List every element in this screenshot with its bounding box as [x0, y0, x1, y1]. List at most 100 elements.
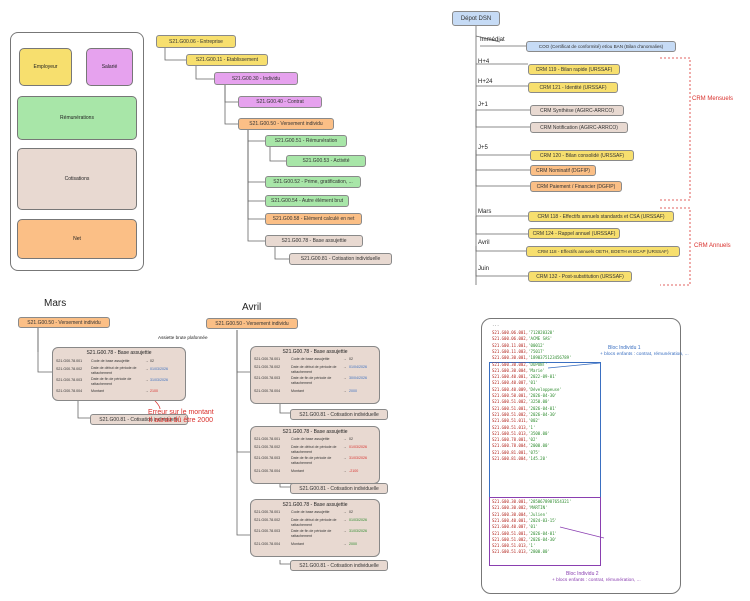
- avril-card-title: S21.G00.78 - Base assujettie: [282, 502, 348, 508]
- code-line: S21.G00.81.001,'075': [492, 449, 541, 455]
- code-line: S21.G00.40.007,'01': [492, 524, 538, 530]
- tree-autre-element-brut: S21.G00.54 - Autre élément brut: [265, 195, 349, 207]
- code-dots: ...: [492, 322, 500, 327]
- tree-contrat: S21.G00.40 - Contrat: [238, 96, 322, 108]
- tree-cotisation-individuelle: S21.G00.81 - Cotisation individuelle: [289, 253, 392, 265]
- avril-cotisation: S21.G00.81 - Cotisation individuelle: [290, 560, 388, 571]
- code-line: S21.G00.11.003,'75017': [492, 348, 545, 354]
- dsn-crm132: CRM 132 - Post-substitution (URSSAF): [528, 271, 632, 282]
- code-line: S21.G00.51.002,'3250.00': [492, 399, 550, 405]
- code-note2-sub: + blocs enfants : contrat, rémunération,…: [552, 578, 641, 583]
- code-line: S21.G00.11.001,'00012': [492, 342, 545, 348]
- avril-row-value: -2100: [349, 469, 359, 473]
- dsn-crm119: CRM 119 - Bilan rapide (URSSAF): [528, 64, 620, 75]
- avril-row-code: S21.G00.78.004: [254, 542, 281, 546]
- avril-cotisation: S21.G00.81 - Cotisation individuelle: [290, 409, 388, 420]
- avril-row-code: S21.G00.78.001: [254, 437, 281, 441]
- code-line: S21.G00.30.001,'1890375123456789': [492, 355, 572, 361]
- code-line: S21.G00.30.002,'DUPONT': [492, 361, 548, 367]
- code-line: S21.G00.51.013,'1': [492, 424, 536, 430]
- mars-row-label: Code de base assujettie: [91, 359, 130, 363]
- code-note2-title: Bloc Individu 2: [566, 571, 599, 577]
- code-line: S21.G00.30.002,'MARTIN': [492, 505, 548, 511]
- avril-row-arrow: →: [343, 529, 347, 533]
- avril-row-arrow: →: [343, 389, 347, 393]
- avril-row-value: 01/03/2026: [349, 518, 367, 522]
- avril-row-label: Date de début de période de rattachement: [291, 445, 337, 454]
- tree-versement-individu: S21.G00.50 - Versement individu: [238, 118, 334, 130]
- avril-row-code: S21.G00.78.002: [254, 365, 281, 369]
- label-j1: J+1: [478, 102, 488, 108]
- mars-annotation: Assiette brute plafonnée: [158, 335, 208, 340]
- dsn-nominatif: CRM Nominatif (DGFIP): [530, 165, 596, 176]
- label-avril: Avril: [478, 240, 490, 246]
- code-line: S21.G00.40.009,'Développeuse': [492, 386, 562, 392]
- avril-row-code: S21.G00.78.003: [254, 376, 281, 380]
- mars-row-value: 2100: [150, 389, 158, 393]
- legend-cotisations: Cotisations: [17, 148, 137, 210]
- mars-row-arrow: →: [145, 389, 149, 393]
- code-line: S21.G00.40.001,'2022-09-01': [492, 374, 558, 380]
- code-line: S21.G00.50.001,'2026-04-30': [492, 393, 558, 398]
- avril-row-arrow: →: [343, 510, 347, 514]
- avril-row-code: S21.G00.78.003: [254, 529, 281, 533]
- dsn-synthese: CRM Synthèse (AGIRC-ARRCO): [530, 105, 624, 116]
- code-line: S21.G00.51.002,'2026-04-30': [492, 536, 558, 542]
- dsn-crm118a: CRM 118 - Effectifs annuels standards et…: [528, 211, 674, 222]
- code-line: S21.G00.06.002,'ACME SAS': [492, 336, 553, 342]
- mars-row-arrow: →: [145, 359, 149, 363]
- code-line: S21.G00.78.001,'02': [492, 437, 538, 443]
- mars-title: Mars: [44, 298, 67, 309]
- tree-etablissement: S21.G00.11 - Etablissement: [186, 54, 268, 66]
- avril-row-code: S21.G00.78.001: [254, 357, 281, 361]
- mars-row-value: 31/03/2026: [150, 378, 168, 382]
- avril-row-label: Code de base assujettie: [291, 357, 330, 361]
- mars-row-code: S21.G00.78.003: [56, 378, 83, 382]
- mars-card-title: S21.G00.78 - Base assujettie: [86, 350, 152, 356]
- avril-row-arrow: →: [343, 456, 347, 460]
- code-line: S21.G00.30.001,'2850678987654321': [492, 499, 572, 504]
- code-line: S21.G00.51.011,'002': [492, 418, 541, 424]
- avril-row-value: 01/04/2026: [349, 365, 367, 369]
- code-line: S21.G00.40.001,'2024-03-15': [492, 517, 558, 523]
- avril-card-title: S21.G00.78 - Base assujettie: [282, 429, 348, 435]
- avril-row-label: Date de fin de période de rattachement: [291, 529, 332, 538]
- code-line: S21.G00.51.013,'2800.00': [492, 549, 550, 555]
- label-crm-annuels: CRM Annuels: [694, 243, 731, 249]
- avril-row-label: Code de base assujettie: [291, 510, 330, 514]
- mars-row-arrow: →: [145, 378, 149, 382]
- code-panel: [481, 318, 681, 594]
- mars-row-code: S21.G00.78.002: [56, 367, 83, 371]
- avril-row-value: 02: [349, 437, 353, 441]
- code-line: S21.G00.51.002,'2026-04-30': [492, 411, 558, 417]
- dsn-crm121: CRM 121 - Identité (URSSAF): [528, 82, 618, 93]
- mars-error: Erreur sur le montant Il aurait dû être …: [148, 409, 214, 424]
- mars-card: S21.G00.78 - Base assujettie S21.G00.78.…: [52, 347, 186, 401]
- avril-row-value: 2000: [349, 542, 357, 546]
- avril-row-code: S21.G00.78.003: [254, 456, 281, 460]
- label-j5: J+5: [478, 145, 488, 151]
- avril-row-label: Montant: [291, 469, 304, 473]
- tree-entreprise: S21.G00.06 - Entreprise: [156, 35, 236, 48]
- mars-row-code: S21.G00.78.004: [56, 389, 83, 393]
- avril-row-code: S21.G00.78.001: [254, 510, 281, 514]
- avril-card-title: S21.G00.78 - Base assujettie: [282, 349, 348, 355]
- avril-row-code: S21.G00.78.004: [254, 389, 281, 393]
- avril-row-arrow: →: [343, 357, 347, 361]
- dsn-title: Dépot DSN: [452, 11, 500, 26]
- avril-row-value: 02: [349, 510, 353, 514]
- code-line: S21.G00.51.001,'2026-04-01': [492, 530, 558, 536]
- code-block2-frame: [489, 497, 601, 566]
- code-line: S21.G00.06.001,'712820320': [492, 330, 555, 335]
- tree-base-assujettie: S21.G00.78 - Base assujettie: [265, 235, 363, 247]
- label-immediat: Immédiat: [480, 37, 505, 43]
- mars-row-value: 02: [150, 359, 154, 363]
- code-line: S21.G00.81.004,'145.20': [492, 456, 548, 461]
- legend-employeur: Employeur: [19, 48, 72, 86]
- tree-element-calcule-net: S21.G00.58 - Elément calculé en net: [265, 213, 362, 225]
- legend-salarie: Salarié: [86, 48, 133, 86]
- avril-row-value: 2000: [349, 389, 357, 393]
